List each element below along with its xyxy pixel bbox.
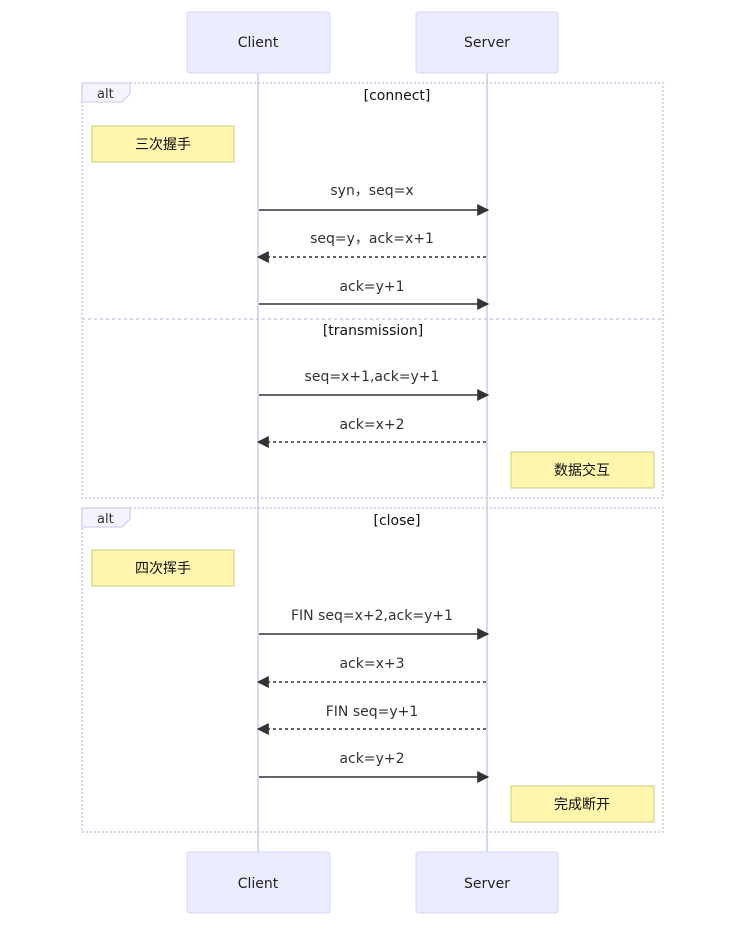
message-4: seq=x+1,ack=y+1 (259, 369, 490, 401)
message-label: seq=x+1,ack=y+1 (305, 369, 440, 385)
actor-server-label: Server (464, 876, 510, 892)
message-label: ack=x+2 (339, 417, 404, 433)
actor-server-label: Server (464, 35, 510, 51)
message-1: syn，seq=x (259, 183, 490, 216)
actor-client-bottom: Client (186, 851, 331, 914)
actor-server-bottom: Server (415, 851, 559, 914)
note-data-exchange: 数据交互 (510, 451, 655, 489)
message-label: ack=x+3 (339, 656, 404, 672)
message-6: FIN seq=x+2,ack=y+1 (259, 608, 490, 640)
message-2: seq=y，ack=x+1 (256, 231, 486, 263)
condition-connect: [connect] (364, 88, 431, 104)
note-handshake: 三次握手 (91, 125, 235, 163)
actor-client-top: Client (186, 11, 331, 74)
note-closed-text: 完成断开 (554, 797, 610, 813)
alt-tab (81, 507, 131, 528)
message-3: ack=y+1 (259, 279, 490, 310)
actor-server-top: Server (415, 11, 559, 74)
note-handshake-text: 三次握手 (135, 137, 191, 153)
message-label: ack=y+1 (339, 279, 404, 295)
alt-frame-connect: alt [connect] [transmission] (81, 82, 664, 499)
message-label: ack=y+2 (339, 751, 404, 767)
note-closed: 完成断开 (510, 785, 655, 823)
alt-tab (81, 82, 131, 103)
alt-label: alt (97, 512, 114, 527)
alt-frame-close: alt [close] (81, 507, 664, 833)
note-data-exchange-text: 数据交互 (554, 462, 610, 479)
alt-label: alt (97, 87, 114, 102)
message-5: ack=x+2 (256, 417, 486, 448)
message-label: FIN seq=x+2,ack=y+1 (291, 608, 453, 624)
message-label: FIN seq=y+1 (326, 704, 419, 720)
actor-client-label: Client (238, 876, 279, 892)
actor-client-label: Client (238, 35, 279, 51)
message-7: ack=x+3 (256, 656, 486, 688)
message-label: seq=y，ack=x+1 (310, 231, 434, 247)
message-label: syn，seq=x (330, 183, 413, 199)
condition-close: [close] (374, 513, 421, 529)
note-wave: 四次挥手 (91, 549, 235, 587)
message-9: ack=y+2 (259, 751, 490, 783)
alt-frame-border (81, 507, 664, 833)
alt-frame-border (81, 82, 664, 499)
note-wave-text: 四次挥手 (135, 561, 191, 577)
condition-transmission: [transmission] (323, 323, 423, 339)
message-8: FIN seq=y+1 (256, 704, 486, 735)
